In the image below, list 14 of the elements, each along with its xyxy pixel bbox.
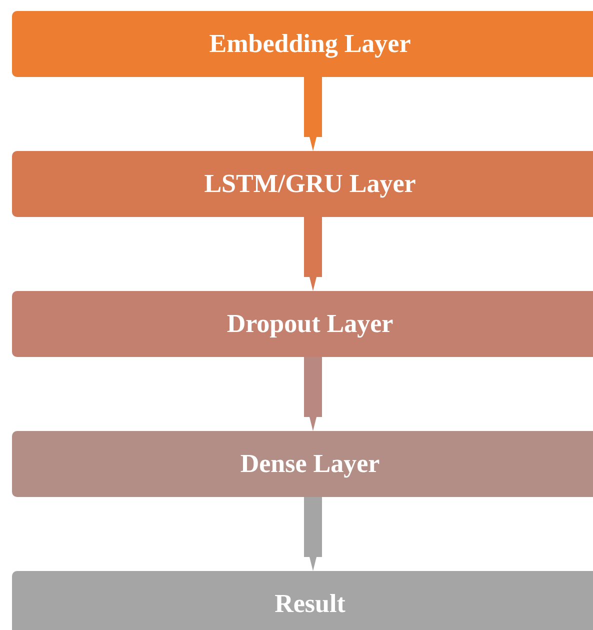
arrow	[304, 217, 322, 291]
layer-label: Embedding Layer	[209, 29, 411, 59]
layer-label: Dense Layer	[240, 449, 380, 479]
arrow	[304, 497, 322, 571]
layer-label: Dropout Layer	[226, 309, 394, 339]
layer-label: LSTM/GRU Layer	[204, 169, 416, 199]
layer-box	[12, 151, 593, 217]
layer-box	[12, 11, 593, 77]
layer-box	[12, 571, 593, 630]
arrow	[304, 357, 322, 431]
arrow	[304, 77, 322, 151]
layer-box	[12, 431, 593, 497]
layer-label: Result	[274, 589, 346, 619]
layer-box	[12, 291, 593, 357]
